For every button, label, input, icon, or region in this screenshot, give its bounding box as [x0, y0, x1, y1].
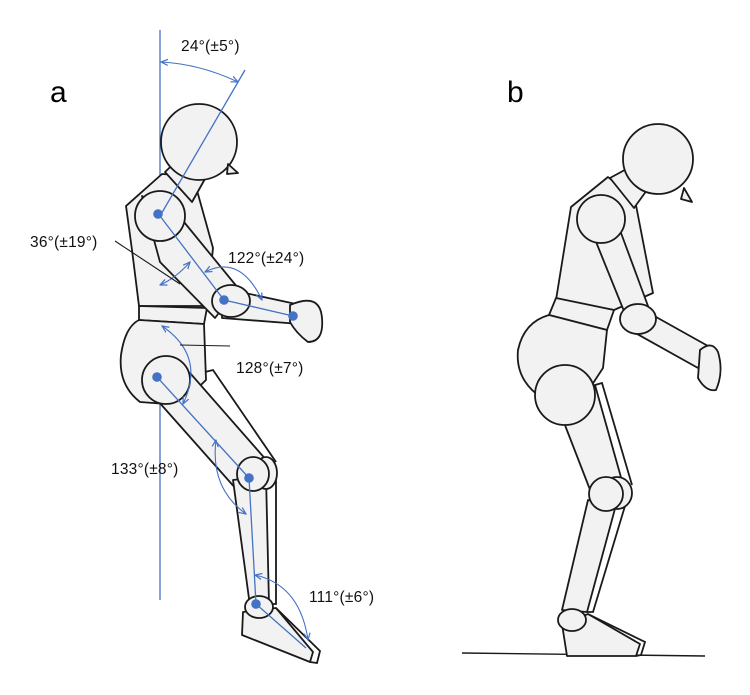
trunk-angle-label: 24°(±5°)	[181, 38, 240, 55]
ankle-angle-arc	[255, 575, 308, 640]
shoulder-angle-label: 36°(±19°)	[30, 234, 98, 251]
figure-b-nose	[680, 187, 693, 203]
elbow-angle-arc	[205, 267, 262, 300]
figure-b-head	[622, 123, 694, 195]
knee-joint-marker	[244, 473, 254, 483]
figure-a: a 24°(±5°) 36°(±19°) 122°(±24°) 128°(±7°…	[30, 30, 374, 665]
figure-a-hip-joint	[141, 355, 191, 405]
figure-b-elbow	[619, 303, 657, 335]
elbow-joint-marker	[219, 295, 229, 305]
figure-b-thigh-edge	[594, 381, 633, 486]
hip-angle-arc	[162, 326, 192, 404]
hip-angle-label: 128°(±7°)	[236, 360, 304, 377]
shoulder-angle-arc	[160, 262, 190, 285]
ankle-angle-label: 111°(±6°)	[309, 589, 374, 606]
figure-b-shin	[561, 499, 617, 613]
shoulder-angle-leader	[114, 240, 181, 285]
trunk-axis-line	[159, 69, 246, 217]
elbow-angle-label: 122°(±24°)	[228, 250, 304, 267]
figure-b-foot-edge	[587, 613, 647, 657]
hip-joint-marker	[152, 372, 162, 382]
figure-b-ankle	[557, 608, 587, 632]
wrist-joint-marker	[288, 311, 298, 321]
panel-label-a: a	[50, 76, 67, 109]
knee-angle-label: 133°(±8°)	[111, 461, 179, 478]
figure-b-hip-joint	[534, 364, 596, 426]
hip-angle-leader	[179, 344, 231, 347]
figure-a-knee	[236, 456, 270, 492]
knee-angle-arc	[215, 440, 246, 514]
figure-b-hand	[697, 344, 722, 392]
figure-a-head	[160, 103, 238, 181]
figure-b: b	[461, 76, 722, 657]
shoulder-joint-marker	[153, 209, 163, 219]
panel-label-b: b	[507, 76, 524, 109]
figure-a-nose	[226, 163, 239, 175]
forearm-axis-line	[223, 299, 294, 317]
figure-a-thigh-edge	[204, 368, 277, 463]
figure-b-knee	[588, 476, 624, 512]
ankle-joint-marker	[251, 599, 261, 609]
trunk-angle-arc	[161, 62, 238, 82]
figure-b-shoulder	[576, 194, 626, 244]
figure-a-hand	[289, 299, 324, 343]
figure-a-shin	[232, 475, 270, 607]
